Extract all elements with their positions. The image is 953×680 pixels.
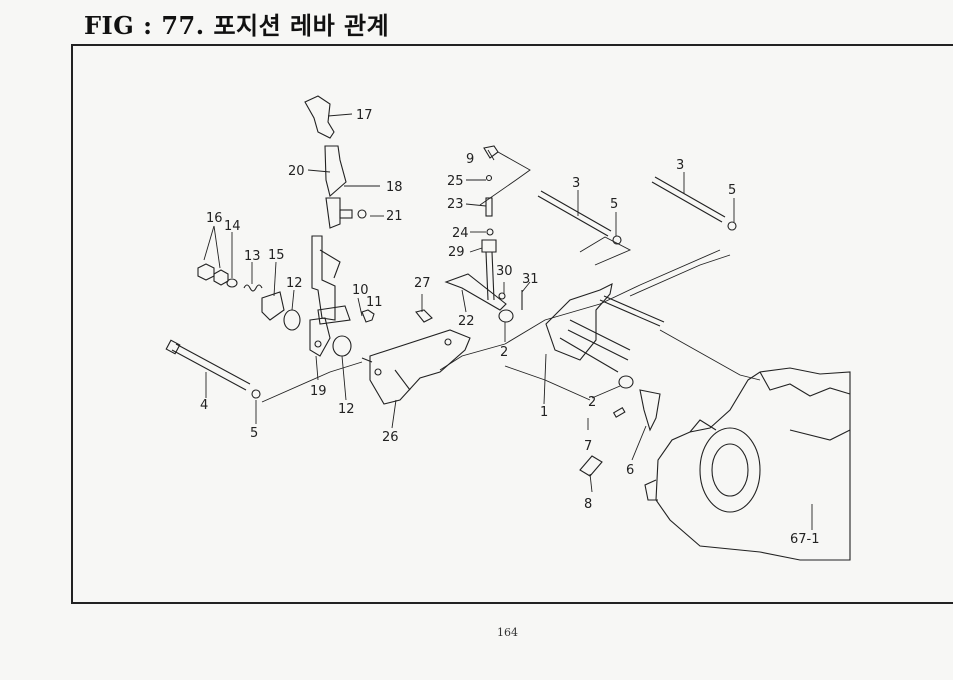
callout-21: 21 (386, 209, 403, 224)
callout-labels: 17 20 18 21 16 14 13 15 12 10 11 19 12 4… (200, 108, 820, 547)
long-bolts (165, 176, 737, 399)
callout-11: 11 (366, 295, 383, 310)
rod-assembly (415, 145, 523, 323)
callout-13: 13 (244, 249, 261, 264)
callout-30: 30 (496, 264, 513, 279)
callout-23: 23 (447, 197, 464, 212)
callout-18: 18 (386, 180, 403, 195)
figure-title: FIG : 77. 포지션 레바 관계 (84, 11, 390, 40)
callout-2-lower: 2 (588, 395, 596, 410)
callout-67-1: 67-1 (790, 532, 820, 547)
callout-5-middle: 5 (610, 197, 618, 212)
callout-24: 24 (452, 226, 469, 241)
callout-16: 16 (206, 211, 223, 226)
callout-27: 27 (414, 276, 431, 291)
callout-10: 10 (352, 283, 369, 298)
callout-3-left: 3 (572, 176, 580, 191)
callout-15: 15 (268, 248, 285, 263)
callout-19: 19 (310, 384, 327, 399)
callout-29: 29 (448, 245, 465, 260)
washer-spring-set (197, 263, 375, 357)
callout-5-left: 5 (250, 426, 258, 441)
callout-3-right: 3 (676, 158, 684, 173)
callout-5-right: 5 (728, 183, 736, 198)
transmission-housing (644, 367, 851, 561)
callout-26: 26 (382, 430, 399, 445)
callout-14: 14 (224, 219, 241, 234)
page-number: 164 (497, 626, 518, 639)
callout-6: 6 (626, 463, 634, 478)
bracket (361, 329, 471, 405)
callout-8: 8 (584, 497, 592, 512)
callout-7: 7 (584, 439, 592, 454)
shift-lever-assembly (304, 95, 367, 357)
callout-12-lower: 12 (338, 402, 355, 417)
diagram-frame (71, 44, 953, 604)
callout-31: 31 (522, 272, 539, 287)
callout-2-upper: 2 (500, 345, 508, 360)
leader-lines (203, 113, 813, 530)
callout-1: 1 (540, 405, 548, 420)
callout-22: 22 (458, 314, 475, 329)
callout-12-upper: 12 (286, 276, 303, 291)
callout-17: 17 (356, 108, 373, 123)
position-lever (545, 283, 665, 477)
callout-9: 9 (466, 152, 474, 167)
callout-20: 20 (288, 164, 305, 179)
callout-4: 4 (200, 398, 208, 413)
callout-25: 25 (447, 174, 464, 189)
